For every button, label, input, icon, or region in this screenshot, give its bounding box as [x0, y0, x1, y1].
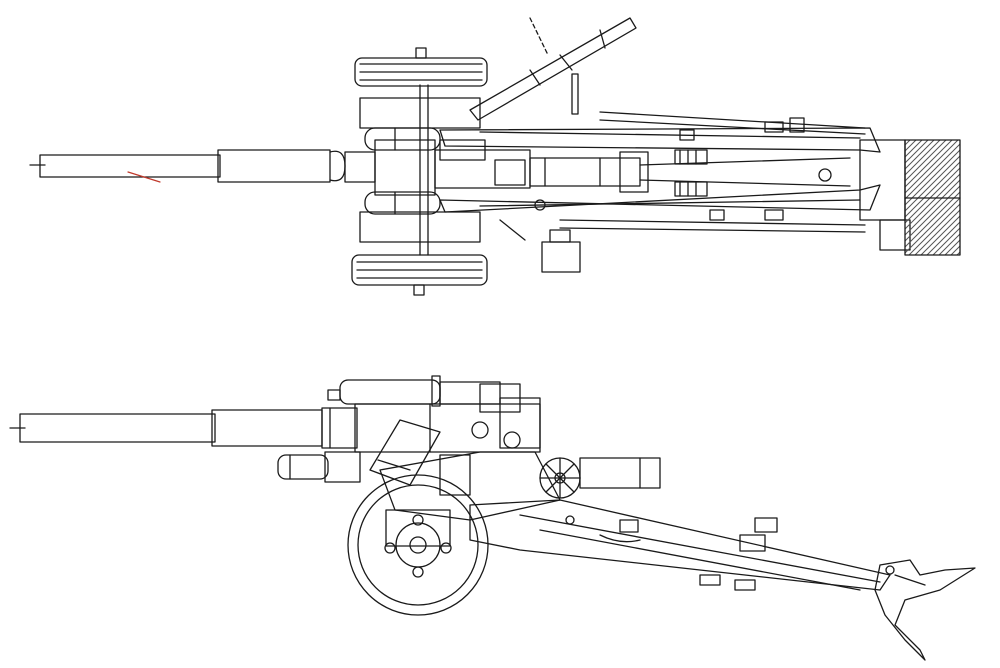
side-ammo-box: [370, 420, 440, 485]
top-recuperators: [365, 128, 440, 214]
top-trail-lower: [440, 185, 880, 232]
side-view: [10, 376, 975, 660]
top-trail-upper: [440, 112, 880, 152]
side-trail: [470, 500, 890, 590]
side-lower-cylinder: [278, 452, 360, 482]
top-sight-box: [500, 200, 580, 272]
side-spade: [875, 560, 975, 660]
side-handwheel: [540, 458, 580, 498]
side-breech: [355, 384, 540, 452]
side-road-wheel: [348, 475, 488, 615]
top-trail-inner: [640, 150, 850, 196]
side-barrel: [10, 408, 357, 448]
side-rear-bracket: [580, 458, 660, 488]
top-wheel-lower: [352, 255, 487, 295]
top-view: [30, 18, 960, 295]
top-strut-diagonal: [470, 18, 636, 120]
top-breech: [375, 140, 648, 195]
top-axle-assembly: [360, 85, 480, 255]
top-spades: [860, 140, 960, 255]
top-barrel: [30, 150, 375, 182]
top-wheel-upper: [355, 48, 487, 86]
side-recuperator: [328, 376, 500, 406]
